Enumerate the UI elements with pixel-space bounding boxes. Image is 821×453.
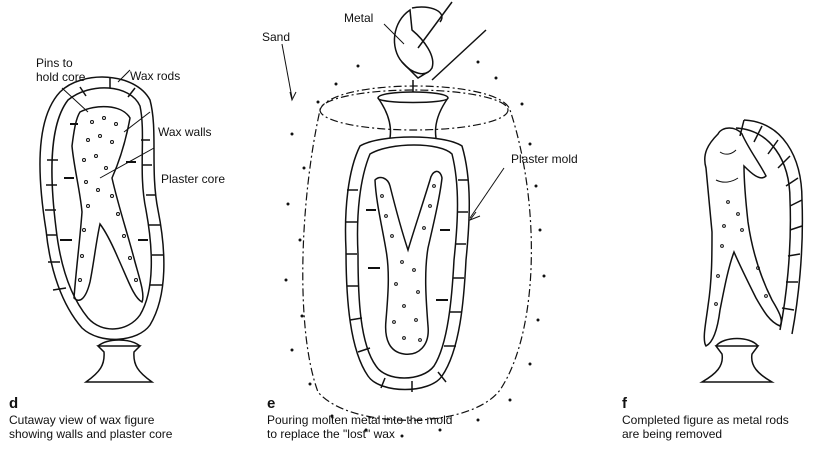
caption-d-line1: Cutaway view of wax figure bbox=[9, 413, 172, 427]
caption-e-line2: to replace the "lost" wax bbox=[267, 427, 452, 441]
caption-d: d Cutaway view of wax figure showing wal… bbox=[9, 397, 172, 441]
caption-letter-e: e bbox=[267, 397, 452, 411]
caption-e: e Pouring molten metal into the mold to … bbox=[267, 397, 452, 441]
wax-walls-d bbox=[52, 88, 151, 329]
figure-details-f bbox=[715, 150, 768, 305]
label-plaster-mold: Plaster mold bbox=[511, 152, 578, 166]
pedestal-f bbox=[702, 346, 772, 382]
label-pins-line1: Pins to bbox=[36, 56, 73, 70]
panel-f-figure bbox=[702, 120, 802, 382]
mold-cavity-e bbox=[375, 171, 442, 354]
funnel-e bbox=[378, 92, 448, 103]
caption-f: f Completed figure as metal rods are bei… bbox=[622, 397, 789, 441]
caption-f-line2: are being removed bbox=[622, 427, 789, 441]
leaders-e bbox=[282, 24, 504, 220]
pins-e bbox=[366, 210, 450, 300]
pedestal-d bbox=[86, 346, 152, 382]
label-pins-line2: hold core bbox=[36, 70, 86, 84]
panel-d-figure bbox=[40, 70, 164, 382]
label-metal: Metal bbox=[344, 11, 373, 25]
panel-e-figure bbox=[282, 2, 545, 437]
metal-rods-f bbox=[736, 128, 790, 330]
caption-e-line1: Pouring molten metal into the mold bbox=[267, 413, 452, 427]
sand-dots-e bbox=[285, 61, 545, 437]
caption-d-line2: showing walls and plaster core bbox=[9, 427, 172, 441]
caption-f-line1: Completed figure as metal rods bbox=[622, 413, 789, 427]
label-plaster-core: Plaster core bbox=[161, 172, 225, 186]
label-sand: Sand bbox=[262, 30, 290, 44]
sand-top-ellipse-e bbox=[320, 90, 508, 130]
label-wax-walls: Wax walls bbox=[158, 125, 212, 139]
caption-letter-d: d bbox=[9, 397, 172, 411]
sand-boundary-e bbox=[303, 86, 532, 420]
label-wax-rods: Wax rods bbox=[130, 69, 180, 83]
bronze-figure-f bbox=[704, 128, 781, 346]
crucible-e bbox=[394, 10, 432, 74]
core-dots-d bbox=[79, 117, 138, 282]
plaster-core-d bbox=[72, 107, 143, 302]
caption-letter-f: f bbox=[622, 397, 789, 411]
panel-d-labels: Pins to hold core Wax rods Wax walls Pla… bbox=[36, 56, 225, 186]
